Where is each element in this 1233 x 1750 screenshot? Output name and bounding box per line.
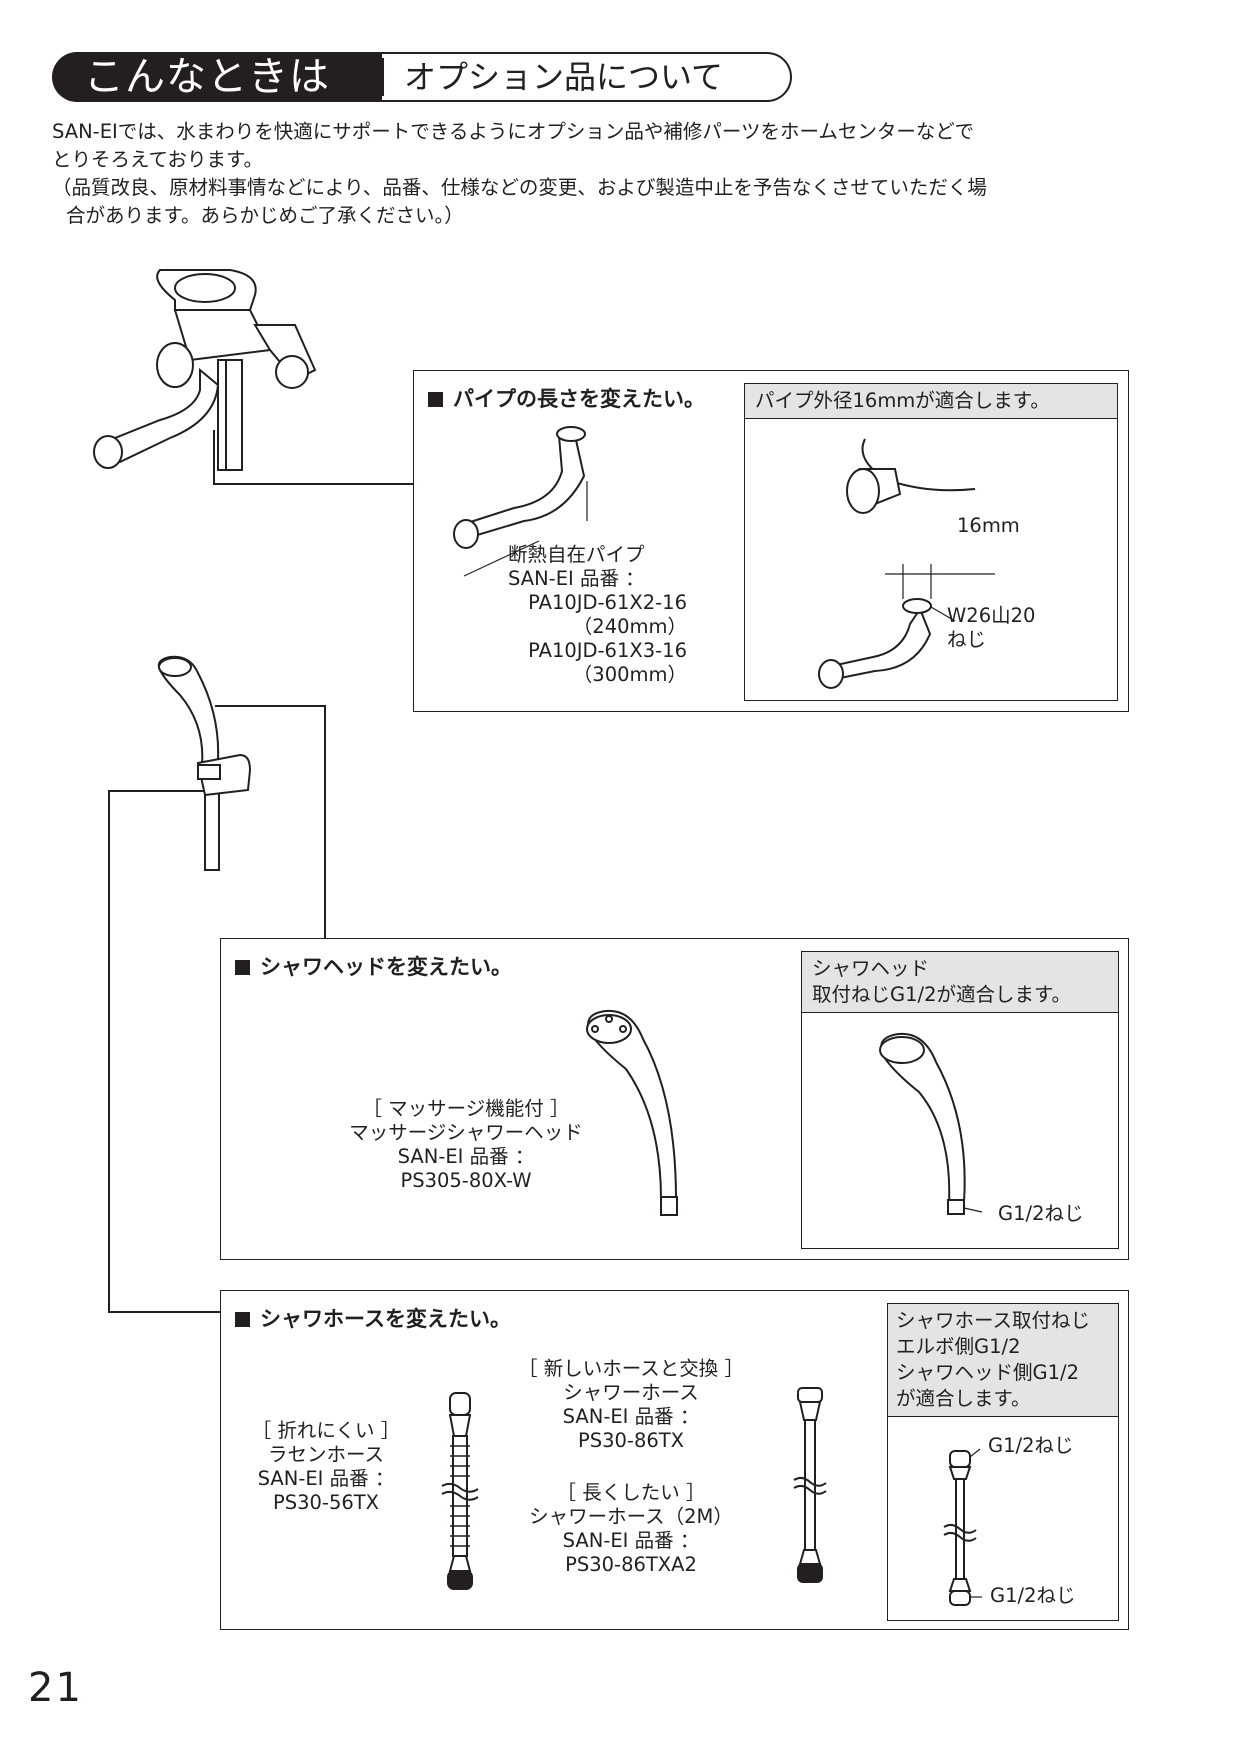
connector-line <box>213 430 215 484</box>
connector-line <box>324 705 326 938</box>
faucet-illustration <box>93 269 317 471</box>
shower-head-spec-heading: シャワヘッド 取付ねじG1/2が適合します。 <box>802 952 1118 1013</box>
pipe-length: （240mm） <box>572 615 687 638</box>
connector-line <box>213 483 413 485</box>
spiral-hose-name: ラセンホース <box>267 1443 385 1466</box>
shower-head-box: シャワヘッドを変えたい。 ［ マッサージ機能付 ］ マッサージシャワーヘッド S… <box>220 938 1129 1260</box>
pipe-box: パイプの長さを変えたい。 断熱自在パイプ SAN-EI 品番 ： PA10JD-… <box>413 370 1129 712</box>
spiral-hose-feature: ［ 折れにくい ］ <box>251 1419 401 1442</box>
shower-hose-part-number: PS30-86TX <box>577 1429 685 1452</box>
connector-line <box>108 790 208 792</box>
shower-hose-spec-heading: シャワホース取付ねじ エルボ側G1/2 シャワヘッド側G1/2 が適合します。 <box>888 1304 1118 1417</box>
pipe-maker: SAN-EI 品番 ： <box>508 567 645 590</box>
shower-hose-box-title: シャワホースを変えたい。 <box>235 1303 511 1333</box>
shower-holder-illustration <box>157 655 252 871</box>
spiral-hose-part-number: PS30-56TX <box>272 1491 380 1514</box>
header-tab-title: オプション品について <box>382 52 792 102</box>
pipe-spec-panel: パイプ外径16mmが適合します。 16mm W26山20 ねじ <box>744 383 1118 701</box>
connector-line <box>108 1311 220 1313</box>
massage-shower-head-illustration <box>586 1009 678 1216</box>
shower-hose-box: シャワホースを変えたい。 ［ 折れにくい ］ ラセンホース SAN-EI 品番 … <box>220 1290 1129 1630</box>
spiral-hose-maker: SAN-EI 品番 ： <box>257 1467 395 1490</box>
connector-line <box>215 705 325 707</box>
header-tab-black: こんなときは <box>52 52 382 102</box>
long-hose-caption: ［ 長くしたい ］ シャワーホース（2M） SAN-EI 品番 ： PS30-8… <box>511 1481 751 1577</box>
shower-head-thread-label: G1/2ねじ <box>998 1202 1084 1225</box>
spiral-hose-illustration <box>441 1392 479 1590</box>
pipe-part-number: PA10JD-61X2-16 <box>528 591 687 614</box>
spiral-hose-caption: ［ 折れにくい ］ ラセンホース SAN-EI 品番 ： PS30-56TX <box>241 1419 411 1515</box>
pipe-product-name: 断熱自在パイプ <box>508 543 645 566</box>
shower-head-feature: ［ マッサージ機能付 ］ <box>362 1097 570 1120</box>
pipe-length: （300mm） <box>572 663 687 686</box>
shower-head-maker: SAN-EI 品番 ： <box>397 1145 535 1168</box>
header-title: オプション品について <box>404 58 724 96</box>
pipe-spec-illustration <box>818 438 995 689</box>
pipe-product-caption: 断熱自在パイプ SAN-EI 品番 ： PA10JD-61X2-16 （240m… <box>462 543 687 687</box>
long-hose-part-number: PS30-86TXA2 <box>565 1553 697 1576</box>
shower-hose-spec-illustration <box>943 1448 982 1606</box>
page-number: 21 <box>28 1665 83 1711</box>
pipe-dimension-label: 16mm <box>957 514 1020 537</box>
square-bullet-icon <box>235 1312 250 1327</box>
intro-text: SAN-EIでは、水まわりを快適にサポートできるようにオプション品や補修パーツを… <box>52 118 1052 230</box>
pipe-spec-heading: パイプ外径16mmが適合します。 <box>745 384 1117 419</box>
hose-thread-top-label: G1/2ねじ <box>988 1434 1074 1457</box>
long-hose-maker: SAN-EI 品番 ： <box>562 1529 700 1552</box>
intro-line: SAN-EIでは、水まわりを快適にサポートできるようにオプション品や補修パーツを… <box>52 120 975 143</box>
pipe-box-title: パイプの長さを変えたい。 <box>428 383 705 413</box>
long-hose-feature: ［ 長くしたい ］ <box>556 1481 706 1504</box>
pipe-part-number: PA10JD-61X3-16 <box>528 639 687 662</box>
shower-hose-maker: SAN-EI 品番 ： <box>562 1405 700 1428</box>
shower-head-name: マッサージシャワーヘッド <box>349 1121 583 1144</box>
shower-hose-feature: ［ 新しいホースと交換 ］ <box>518 1357 744 1380</box>
intro-line: （品質改良、原材料事情などにより、品番、仕様などの変更、および製造中止を予告なく… <box>52 176 987 199</box>
shower-hose-caption: ［ 新しいホースと交換 ］ シャワーホース SAN-EI 品番 ： PS30-8… <box>511 1357 751 1453</box>
shower-hose-name: シャワーホース <box>563 1381 699 1404</box>
intro-line: とりそろえております。 <box>52 148 263 171</box>
shower-head-part-number: PS305-80X-W <box>400 1169 532 1192</box>
intro-line: 合があります。あらかじめご了承ください。） <box>66 204 464 227</box>
square-bullet-icon <box>428 392 443 407</box>
long-hose-name: シャワーホース（2M） <box>529 1505 733 1528</box>
hose-thread-bottom-label: G1/2ねじ <box>990 1584 1076 1607</box>
shower-head-box-title: シャワヘッドを変えたい。 <box>235 951 512 981</box>
square-bullet-icon <box>235 960 250 975</box>
connector-line <box>108 790 110 1312</box>
pipe-thread-label: W26山20 ねじ <box>947 604 1036 651</box>
shower-hose-illustration <box>793 1387 827 1583</box>
shower-head-spec-panel: シャワヘッド 取付ねじG1/2が適合します。 G1/2ねじ <box>801 951 1119 1249</box>
insulated-pipe-illustration <box>453 426 588 577</box>
shower-head-spec-illustration <box>879 1032 983 1215</box>
shower-hose-spec-panel: シャワホース取付ねじ エルボ側G1/2 シャワヘッド側G1/2 が適合します。 … <box>887 1303 1119 1621</box>
shower-head-caption: ［ マッサージ機能付 ］ マッサージシャワーヘッド SAN-EI 品番 ： PS… <box>321 1097 611 1193</box>
